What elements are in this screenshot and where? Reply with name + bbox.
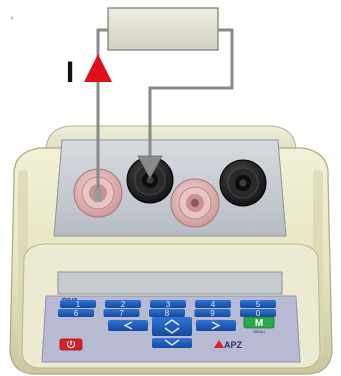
key-label: 8	[165, 309, 170, 318]
key-5[interactable]: 5	[240, 300, 276, 309]
plug-red	[94, 190, 102, 202]
key-6[interactable]: 6	[58, 309, 94, 318]
key-1[interactable]: 1	[60, 300, 96, 309]
right-arrow-key[interactable]	[196, 320, 236, 331]
key-4[interactable]: 4	[195, 300, 231, 309]
up-down-arrow-key[interactable]	[152, 317, 192, 336]
brand-right: APZ	[224, 340, 243, 350]
key-label: 6	[74, 309, 79, 318]
key-label: 7	[119, 309, 124, 318]
resistor	[108, 8, 218, 50]
left-arrow-key[interactable]	[108, 320, 148, 331]
key-9[interactable]: 9	[195, 309, 231, 318]
lcd-display	[58, 272, 282, 294]
enter-key[interactable]	[152, 338, 192, 348]
corner-dot	[10, 16, 13, 19]
current-indicator: I	[66, 54, 112, 89]
key-7[interactable]: 7	[104, 309, 140, 318]
key-label: 5	[256, 300, 261, 309]
power-button[interactable]	[60, 339, 82, 350]
key-label: 1	[76, 300, 81, 309]
terminal-3-red[interactable]	[171, 179, 219, 227]
key-3[interactable]: 3	[150, 300, 186, 309]
key-label: 2	[121, 300, 126, 309]
current-label: I	[66, 56, 74, 89]
key-label: 3	[166, 300, 171, 309]
red-up-arrow-icon	[84, 54, 112, 82]
terminal-4-black[interactable]	[220, 160, 266, 206]
key-8[interactable]: 8	[149, 309, 185, 318]
key-label: 9	[210, 309, 215, 318]
key-label: 4	[211, 300, 216, 309]
key-2[interactable]: 2	[105, 300, 141, 309]
m-key-sublabel: MENU	[253, 329, 265, 334]
m-key-label: M	[255, 318, 263, 329]
